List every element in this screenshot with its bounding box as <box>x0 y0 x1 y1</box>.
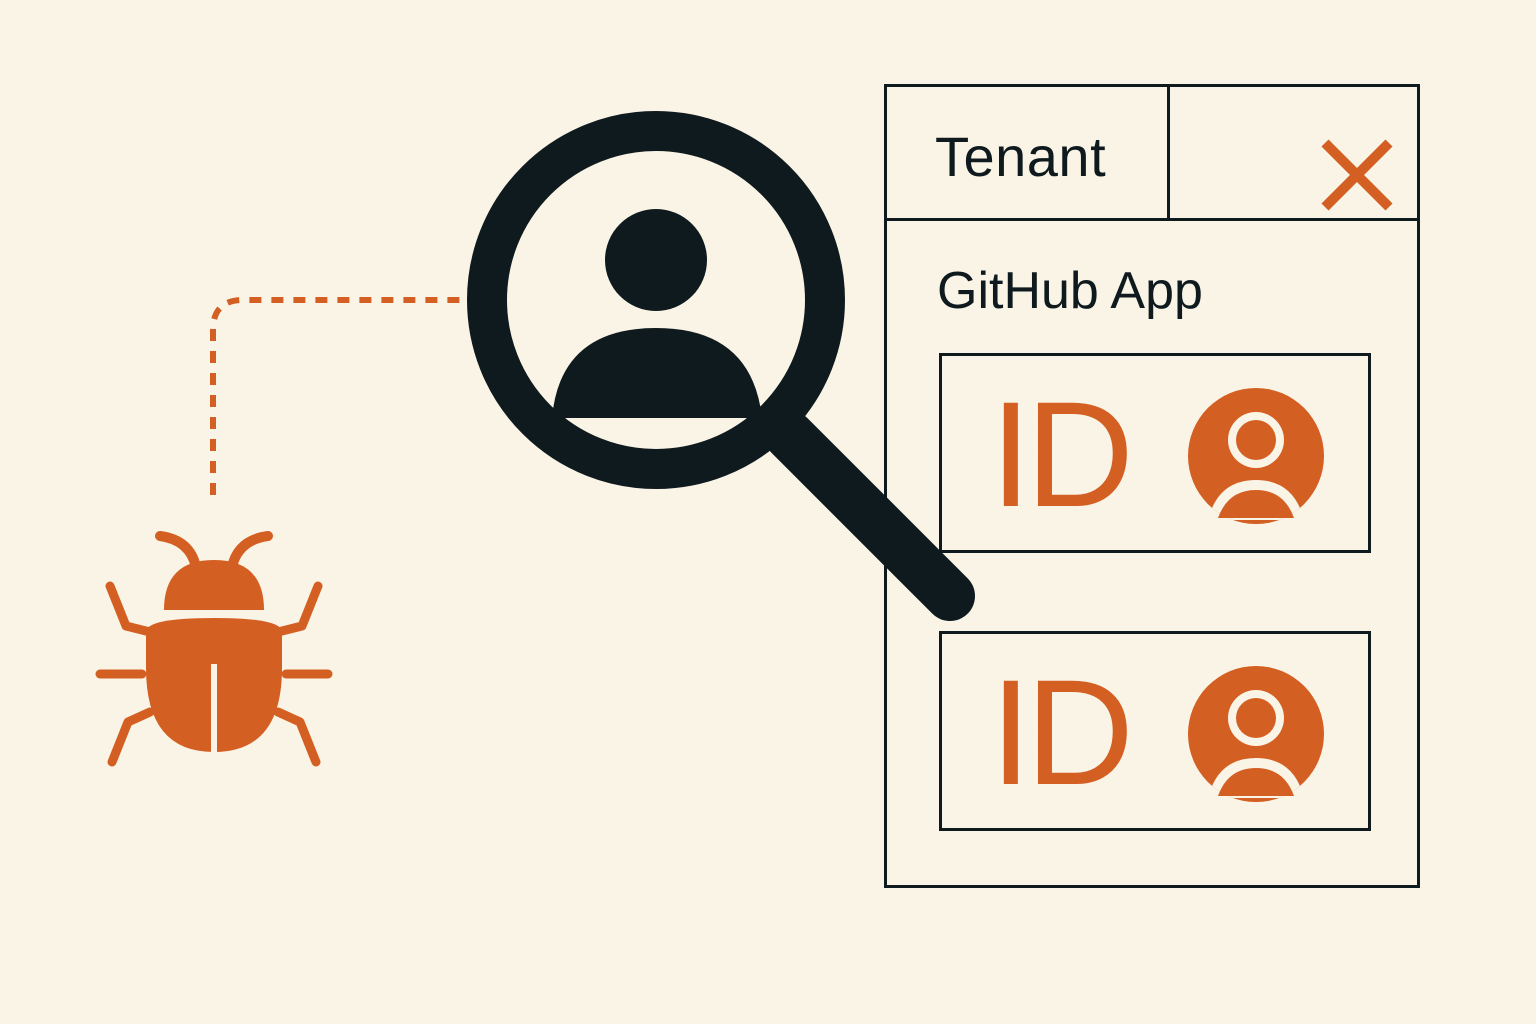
user-icon <box>552 209 762 418</box>
id-card[interactable]: ID <box>939 353 1371 553</box>
user-avatar-icon <box>1188 666 1324 802</box>
panel-header: Tenant <box>887 87 1417 221</box>
tenant-panel: Tenant GitHub App ID <box>884 84 1420 888</box>
dotted-connector <box>210 297 460 495</box>
panel-title: Tenant <box>935 125 1107 188</box>
id-label: ID <box>990 370 1134 538</box>
section-title: GitHub App <box>937 262 1203 320</box>
bug-icon <box>95 531 333 767</box>
panel-title-cell: Tenant <box>887 87 1170 218</box>
id-label: ID <box>990 648 1134 816</box>
user-avatar-icon <box>1188 388 1324 524</box>
close-icon[interactable] <box>1317 135 1397 215</box>
id-card[interactable]: ID <box>939 631 1371 831</box>
